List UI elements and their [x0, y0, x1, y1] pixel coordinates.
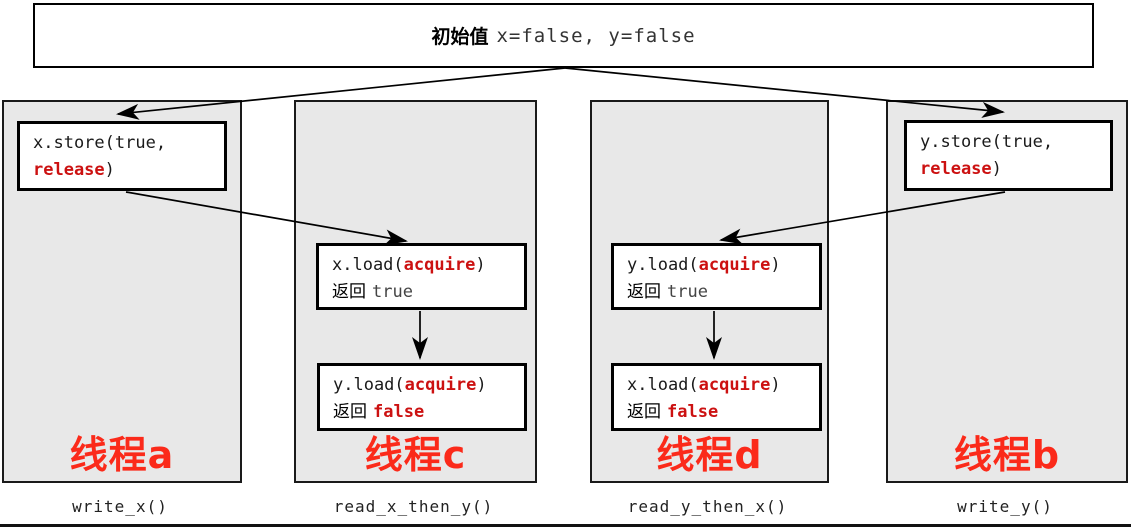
code-line: x.load(acquire): [332, 255, 486, 275]
thread-c-function-label: read_x_then_y(): [333, 497, 494, 516]
code-line: y.load(acquire): [333, 375, 487, 395]
code-line: release): [920, 159, 1002, 179]
code-line: release): [33, 160, 115, 180]
code-line: x.load(acquire): [627, 375, 781, 395]
initial-value-code: x=false, y=false: [496, 24, 696, 47]
code-line: x.store(true,: [33, 133, 167, 153]
thread-b-store-box: y.store(true, release): [904, 120, 1113, 191]
thread-d-function-label: read_y_then_x(): [627, 497, 788, 516]
initial-value-label: 初始值: [431, 26, 489, 48]
thread-c-label: 线程c: [364, 433, 467, 477]
initial-value-box: 初始值 x=false, y=false: [33, 3, 1094, 68]
thread-b-function-label: write_y(): [957, 497, 1053, 516]
thread-b-label: 线程b: [953, 433, 1061, 477]
thread-a-store-box: x.store(true, release): [17, 121, 227, 191]
thread-a-label: 线程a: [69, 433, 175, 477]
thread-d-label: 线程d: [656, 433, 763, 477]
code-line: y.load(acquire): [627, 255, 781, 275]
bottom-divider: [0, 524, 1131, 527]
thread-a-function-label: write_x(): [72, 497, 168, 516]
code-line: y.store(true,: [920, 132, 1054, 152]
